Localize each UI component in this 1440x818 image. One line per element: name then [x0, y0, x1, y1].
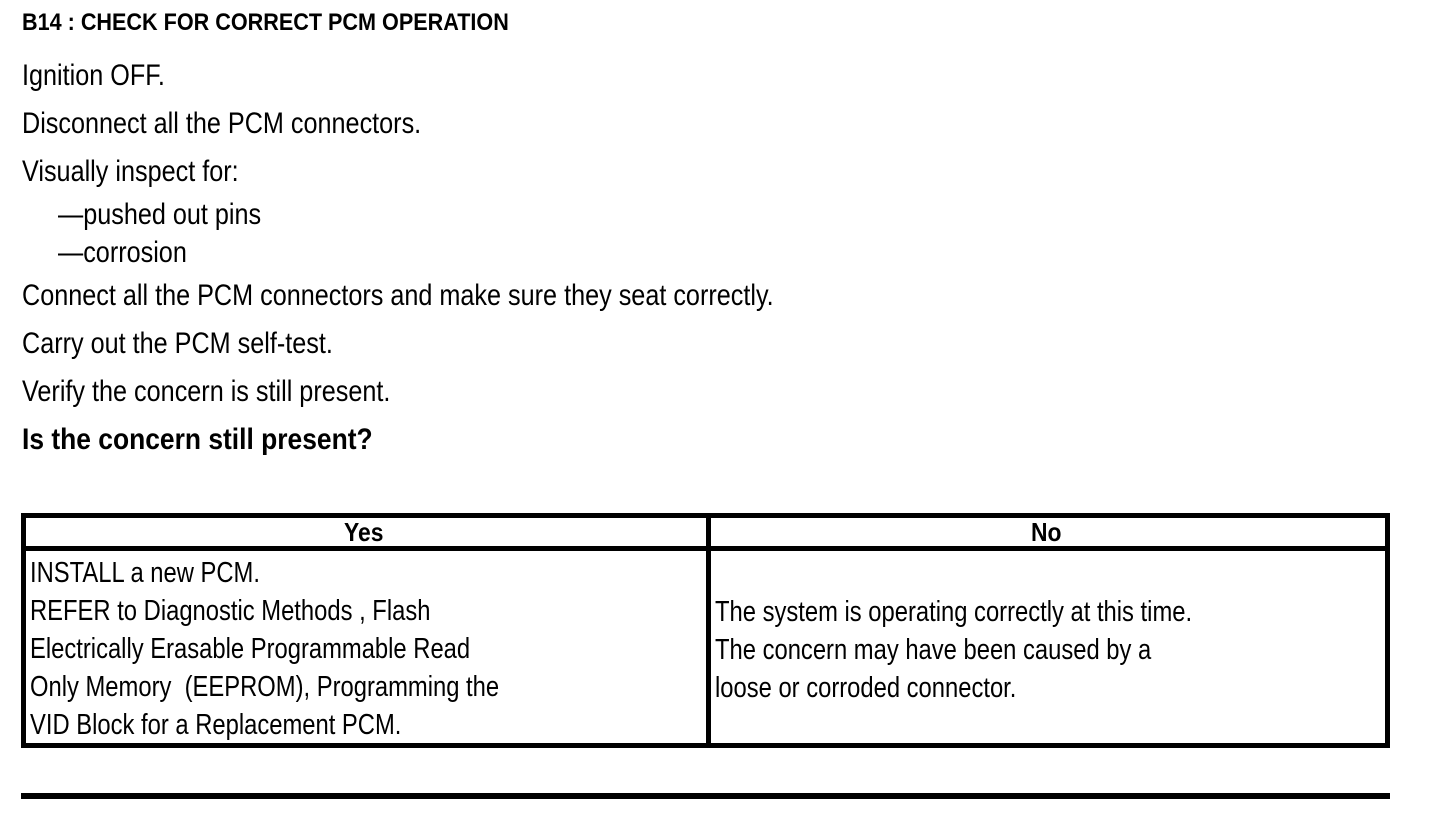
instruction-text: Is the concern still present? [22, 423, 373, 456]
decision-cell-line: Only Memory (EEPROM), Programming the [30, 668, 706, 706]
body-column-divider [706, 551, 711, 743]
decision-cell-line: INSTALL a new PCM. [30, 554, 706, 592]
instruction-line: Verify the concern is still present. [22, 368, 1412, 416]
instruction-text: —pushed out pins [58, 198, 262, 231]
instruction-list: Ignition OFF. Disconnect all the PCM conn… [22, 52, 1412, 464]
instruction-text: Ignition OFF. [22, 59, 165, 92]
decision-cell-text: The system is operating correctly at thi… [715, 596, 1193, 628]
cell-yes-action: INSTALL a new PCM. REFER to Diagnostic Me… [26, 551, 706, 743]
decision-cell-text: The concern may have been caused by a [715, 634, 1152, 666]
decision-cell-text: REFER to Diagnostic Methods , Flash [30, 595, 431, 627]
decision-table: Yes No INSTALL a new PCM. REFER to Diagno… [21, 513, 1390, 748]
decision-cell-text: VID Block for a Replacement PCM. [30, 709, 402, 741]
instruction-text: Visually inspect for: [22, 155, 239, 188]
decision-cell-line: VID Block for a Replacement PCM. [30, 706, 706, 743]
decision-cell-text: Only Memory (EEPROM), Programming the [30, 671, 500, 703]
decision-table-inner: Yes No INSTALL a new PCM. REFER to Diagno… [26, 518, 1385, 743]
decision-cell-text: Electrically Erasable Programmable Read [30, 633, 471, 665]
instruction-text: Connect all the PCM connectors and make … [22, 279, 774, 312]
instruction-line: Connect all the PCM connectors and make … [22, 272, 1412, 320]
page-title-text: B14 : CHECK FOR CORRECT PCM OPERATION [22, 9, 509, 36]
column-header-no: No [711, 518, 1385, 546]
instruction-line: —pushed out pins [22, 196, 1412, 234]
instruction-text: —corrosion [58, 236, 187, 269]
column-header-no-label: No [1030, 517, 1062, 547]
decision-table-body-row: INSTALL a new PCM. REFER to Diagnostic Me… [26, 551, 1385, 743]
page-title: B14 : CHECK FOR CORRECT PCM OPERATION [22, 9, 563, 37]
column-header-yes-label: Yes [343, 517, 384, 547]
instruction-text: Disconnect all the PCM connectors. [22, 107, 422, 140]
decision-cell-line: The concern may have been caused by a [715, 631, 1385, 669]
decision-cell-line: Electrically Erasable Programmable Read [30, 630, 706, 668]
cell-no-action: The system is operating correctly at thi… [711, 551, 1385, 743]
decision-cell-line: The system is operating correctly at thi… [715, 593, 1385, 631]
instruction-line: —corrosion [22, 234, 1412, 272]
instruction-text: Verify the concern is still present. [22, 375, 391, 408]
decision-cell-line: REFER to Diagnostic Methods , Flash [30, 592, 706, 630]
page-bottom-rule [21, 793, 1390, 799]
decision-cell-line: loose or corroded connector. [715, 669, 1385, 707]
cell-yes-lines: INSTALL a new PCM. REFER to Diagnostic Me… [30, 551, 706, 743]
instruction-question: Is the concern still present? [22, 416, 1412, 464]
instruction-line: Visually inspect for: [22, 148, 1412, 196]
instruction-line: Ignition OFF. [22, 52, 1412, 100]
header-column-divider [706, 518, 711, 546]
decision-cell-text: INSTALL a new PCM. [30, 557, 260, 589]
instruction-text: Carry out the PCM self-test. [22, 327, 333, 360]
instruction-line: Disconnect all the PCM connectors. [22, 100, 1412, 148]
decision-cell-text: loose or corroded connector. [715, 672, 1017, 704]
column-header-yes: Yes [26, 518, 706, 546]
instruction-line: Carry out the PCM self-test. [22, 320, 1412, 368]
decision-table-header-row: Yes No [26, 518, 1385, 551]
cell-no-lines: The system is operating correctly at thi… [715, 551, 1385, 707]
